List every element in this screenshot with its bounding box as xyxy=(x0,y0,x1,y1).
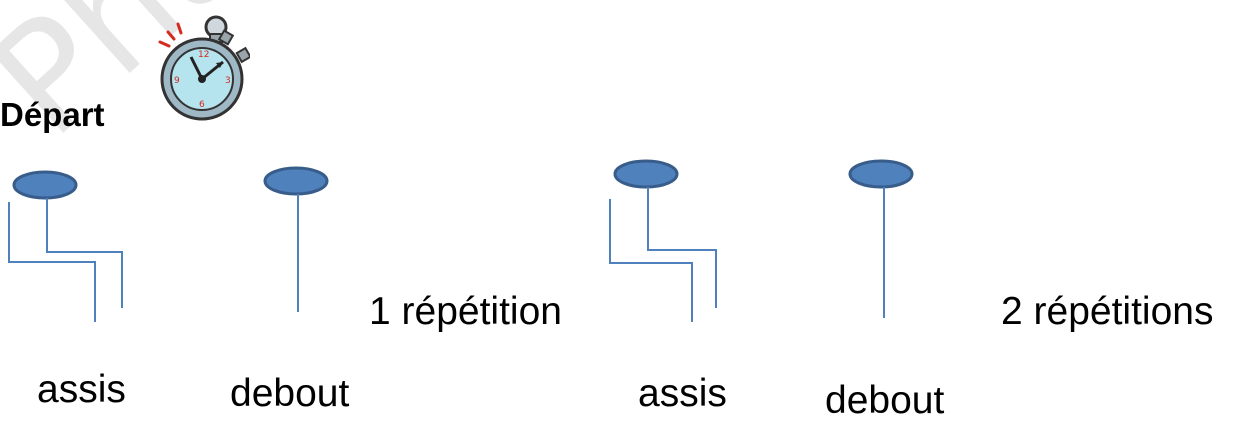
svg-text:9: 9 xyxy=(174,76,180,86)
standing-figure xyxy=(263,166,329,312)
repetition-label: 2 répétitions xyxy=(1001,290,1214,333)
sitting-label: assis xyxy=(638,372,727,415)
sitting-figure xyxy=(8,170,123,322)
stopwatch-icon: 12 3 6 9 xyxy=(158,15,250,121)
svg-text:6: 6 xyxy=(199,100,205,110)
start-label: Départ xyxy=(0,96,105,133)
standing-label: debout xyxy=(825,379,945,422)
standing-figure xyxy=(848,159,914,318)
standing-label: debout xyxy=(230,372,350,415)
svg-text:12: 12 xyxy=(198,50,209,60)
sitting-figure xyxy=(609,159,717,322)
sitting-label: assis xyxy=(37,368,126,411)
repetition-label: 1 répétition xyxy=(369,290,562,333)
svg-text:3: 3 xyxy=(225,76,231,86)
